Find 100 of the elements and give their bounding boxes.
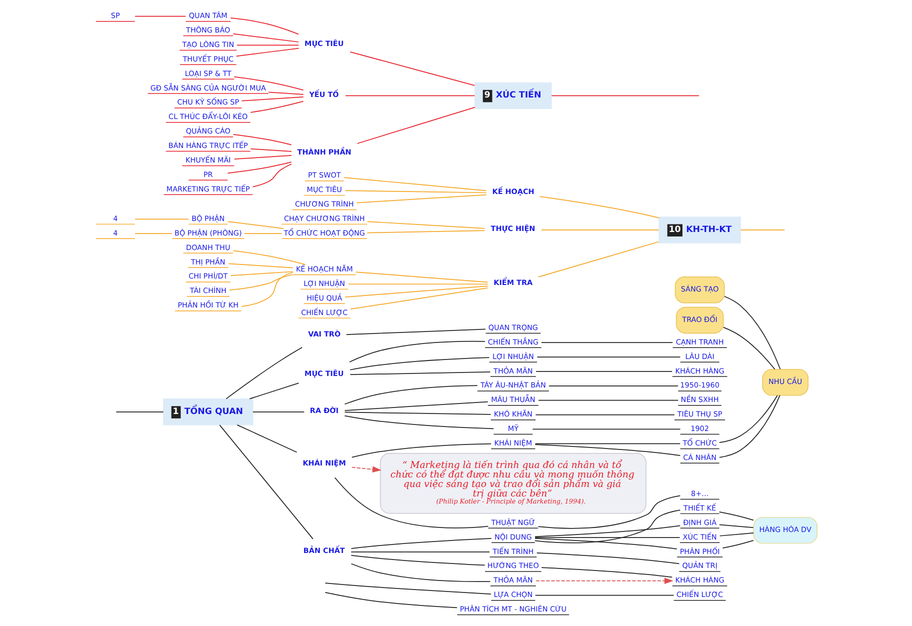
connector xyxy=(350,288,488,310)
node-box: 10 KH-TH-KT xyxy=(658,216,740,244)
node-text: BÁN HÀNG TRỰC ITẾP xyxy=(168,141,248,150)
connector xyxy=(537,495,680,529)
connector xyxy=(718,395,778,444)
connector xyxy=(536,552,680,564)
connector xyxy=(344,415,494,430)
node-text: LỢI NHUẬN xyxy=(492,352,534,361)
node-text: 4 xyxy=(112,228,118,238)
node-text: QUẢNG CÁO xyxy=(185,126,230,136)
node-text: TỔ CHỨC HOẠT ĐỘNG xyxy=(283,228,364,238)
node-text: CÁ NHÂN xyxy=(682,452,716,462)
connector xyxy=(724,296,780,370)
connector xyxy=(344,401,488,412)
node-text: GĐ SẴN SÀNG CỦA NGƯỜI MUA xyxy=(150,83,266,92)
connector xyxy=(252,164,292,188)
node-text: TỔ CHỨC xyxy=(682,438,716,448)
node-box: HÀNG HÓA DV xyxy=(752,516,817,544)
node-text: TIẾN TRÌNH xyxy=(492,546,534,556)
node-text: KHÁCH HÀNG xyxy=(674,576,724,585)
connector xyxy=(349,52,474,86)
connector xyxy=(722,540,754,548)
node-text: CHIẾN LƯỢC xyxy=(300,308,348,317)
connector xyxy=(225,346,302,400)
connector xyxy=(532,428,680,430)
connector xyxy=(232,33,298,42)
node-text: BỘ PHẬN (PHÒNG) xyxy=(174,228,242,238)
connector xyxy=(534,537,680,538)
connector xyxy=(550,95,699,96)
connector xyxy=(134,233,172,234)
node-text: NỘI DUNG xyxy=(494,532,532,542)
connector xyxy=(356,106,475,144)
connector xyxy=(324,582,491,595)
connector xyxy=(349,357,490,370)
node-text: QUAN TÂM xyxy=(188,11,227,20)
connector xyxy=(347,284,488,285)
connector xyxy=(718,394,780,458)
connector xyxy=(240,96,304,102)
node-text: THỊ PHẦN xyxy=(190,257,225,266)
node-text: THỰC HIỆN xyxy=(490,224,535,234)
node-text: CHI PHÍ/DT xyxy=(188,272,228,281)
node-text: SP xyxy=(110,11,120,20)
connector xyxy=(534,414,674,416)
connector xyxy=(350,538,492,550)
connector xyxy=(334,477,488,528)
connector xyxy=(540,567,672,578)
node-text: TIÊU THỤ SP xyxy=(676,410,722,419)
node-text: KHÁI NIỆM xyxy=(494,438,532,448)
connector xyxy=(366,230,485,234)
connector xyxy=(344,385,478,405)
node-text: BỘ PHẬN xyxy=(191,214,224,223)
node-text: CHẠY CHƯƠNG TRÌNH xyxy=(283,214,364,223)
node-text: KIỂM TRA xyxy=(493,278,532,288)
node-text: XÚC TIẾN xyxy=(682,532,716,542)
connector xyxy=(366,221,485,229)
connector xyxy=(134,218,188,220)
connector xyxy=(540,342,673,344)
connector xyxy=(350,554,485,566)
node-text: PR xyxy=(202,170,212,179)
arrow xyxy=(351,466,381,472)
connector xyxy=(240,272,293,307)
node-text: LÂU DÀI xyxy=(684,352,714,361)
node-text: DOANH THU xyxy=(186,242,230,252)
node-text: HƯỚNG THEO xyxy=(486,561,538,570)
connector xyxy=(343,177,486,192)
connector xyxy=(232,134,292,146)
connector xyxy=(226,221,284,229)
connector xyxy=(344,412,491,415)
node-text: MARKETING TRỰC TIẾP xyxy=(166,184,250,194)
connector xyxy=(538,241,659,278)
connector xyxy=(534,444,680,456)
node-text: LỢI NHUẬN xyxy=(303,278,345,288)
node-text: TẠO LÒNG TIN xyxy=(182,40,234,49)
node-text: THIẾT KẾ xyxy=(683,503,716,512)
node-text: 4 xyxy=(112,214,118,223)
connector xyxy=(356,194,486,204)
connector xyxy=(534,510,680,544)
connector xyxy=(344,95,475,96)
connector xyxy=(252,411,304,412)
connector xyxy=(349,371,490,376)
node-text: CẠNH TRANH xyxy=(675,337,724,346)
connector xyxy=(718,524,754,528)
node-text: KHÓ KHĂN xyxy=(493,410,532,419)
node-text: CHIẾN LƯỢC xyxy=(676,590,723,600)
node-text: 1902 xyxy=(690,424,708,434)
connector xyxy=(534,525,680,538)
connector xyxy=(115,411,164,412)
connector xyxy=(230,18,298,35)
connector xyxy=(535,371,672,372)
connector xyxy=(344,286,488,298)
node-text: THUYẾT PHỤC xyxy=(182,54,234,64)
connector xyxy=(233,76,304,90)
node-text: 8+... xyxy=(690,489,708,498)
node-text: BẢN CHẤT xyxy=(302,546,344,556)
node-text: KHUYẾN MÃI xyxy=(184,155,230,164)
node-text: MỤC TIÊU xyxy=(304,369,344,378)
node-text: PHẢN HỒI TỪ KH xyxy=(177,300,238,310)
connector xyxy=(230,271,293,276)
node-box: 1 TỔNG QUAN xyxy=(162,398,253,426)
node-text: KHÁCH HÀNG xyxy=(674,366,724,376)
